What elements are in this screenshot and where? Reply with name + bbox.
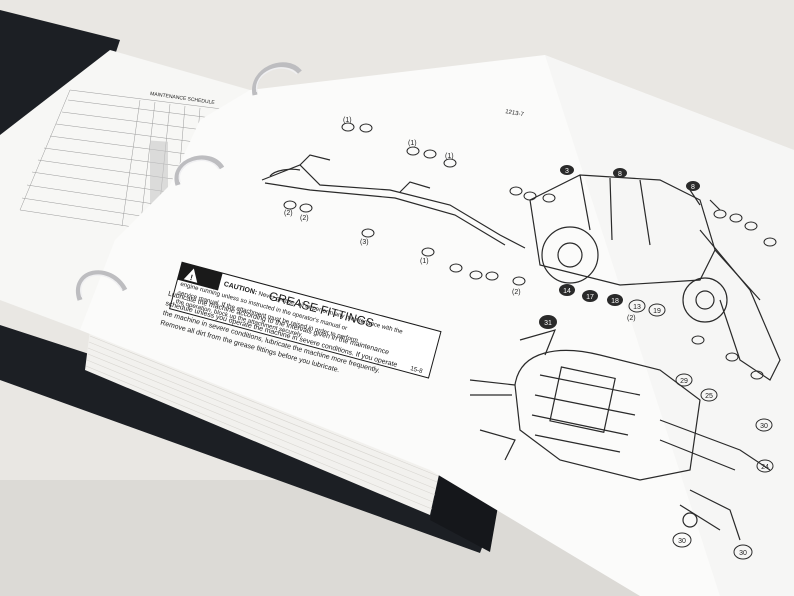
caution-ref: 15-8	[409, 365, 423, 375]
paren-callout-6: (1)	[408, 140, 417, 147]
callout-30c: 30	[739, 550, 747, 557]
backhoe-loader-drawing	[529, 174, 781, 381]
callout-30a: 30	[760, 423, 768, 430]
callout-8a: 8	[618, 171, 622, 178]
callout-31: 31	[544, 320, 552, 327]
binder-rings	[75, 62, 302, 301]
callout-19: 19	[653, 308, 661, 315]
callout-24: 24	[761, 464, 769, 471]
callout-25: 25	[705, 393, 713, 400]
paren-callout-4: (2)	[300, 215, 309, 222]
callout-18: 18	[611, 298, 619, 305]
callout-14: 14	[563, 288, 571, 295]
callout-17: 17	[586, 294, 594, 301]
underside-drawing	[469, 329, 771, 541]
callout-13: 13	[633, 304, 641, 311]
paren-callout-9: (2)	[627, 315, 636, 322]
backhoe-arm-drawing	[261, 154, 526, 249]
ring-bottom	[75, 270, 128, 301]
paren-callout-7: (2)	[512, 289, 521, 296]
callout-3: 3	[565, 168, 569, 175]
page-stack	[85, 330, 440, 515]
svg-text:!: !	[189, 273, 194, 282]
paren-callout-1: (1)	[343, 117, 352, 124]
page-code: 1213-7	[505, 109, 525, 118]
paren-callout-3: (3)	[360, 239, 369, 246]
paren-callout-5: (1)	[420, 258, 429, 265]
right-page	[80, 55, 794, 596]
ring-middle	[174, 155, 225, 186]
callout-30b: 30	[678, 538, 686, 545]
paren-callout-2: (2)	[284, 210, 293, 217]
callout-29: 29	[680, 378, 688, 385]
callout-bubbles: 3 8 8 14 17 18 31 13 19 29 25 30 30 30 2	[283, 117, 777, 560]
ring-top	[252, 62, 302, 96]
paren-callout-8: (1)	[445, 153, 454, 160]
warning-triangle-icon	[183, 268, 198, 283]
callout-8b: 8	[691, 184, 695, 191]
